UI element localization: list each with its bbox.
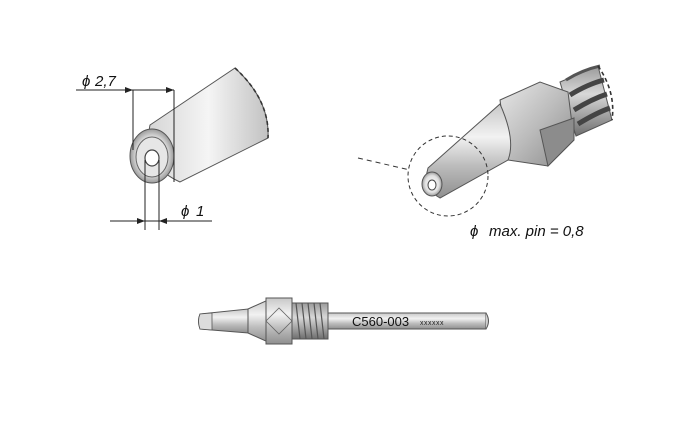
tip-cone-back-edge	[234, 67, 269, 139]
max-pin-label: max. pin = 0,8	[489, 223, 584, 240]
dim-outer-arrow-left	[125, 87, 133, 93]
nozzle-shaft-end	[485, 312, 489, 330]
max-pin-symbol: ϕ	[470, 223, 478, 240]
cartridge-tip-bore	[427, 179, 437, 191]
detail-leader-line	[357, 157, 411, 171]
dim-inner-arrow-left	[137, 218, 145, 224]
dim-inner-symbol: ϕ	[181, 203, 189, 220]
dim-inner-arrow-right	[159, 218, 167, 224]
cartridge-perspective: ϕ max. pin = 0,8	[357, 64, 614, 240]
dim-outer-value: 2,7	[94, 73, 117, 90]
dim-outer-arrow-right	[166, 87, 174, 93]
tip-closeup: ϕ 2,7 ϕ 1	[76, 67, 269, 230]
nozzle-side-view: C560-003 xxxxxx	[198, 297, 489, 345]
nozzle-collar	[247, 299, 269, 343]
tip-face-bore	[144, 149, 160, 167]
dim-inner-value: 1	[196, 203, 204, 220]
hex-nut-facet	[539, 117, 575, 167]
part-number: C560-003	[352, 314, 409, 329]
nozzle-thread-ridges	[295, 302, 325, 340]
detail-circle	[407, 135, 489, 217]
dim-outer-symbol: ϕ	[82, 73, 90, 90]
nozzle-tip-end	[198, 312, 213, 331]
part-marking: xxxxxx	[420, 320, 444, 327]
nozzle-hex-nut	[265, 297, 293, 345]
